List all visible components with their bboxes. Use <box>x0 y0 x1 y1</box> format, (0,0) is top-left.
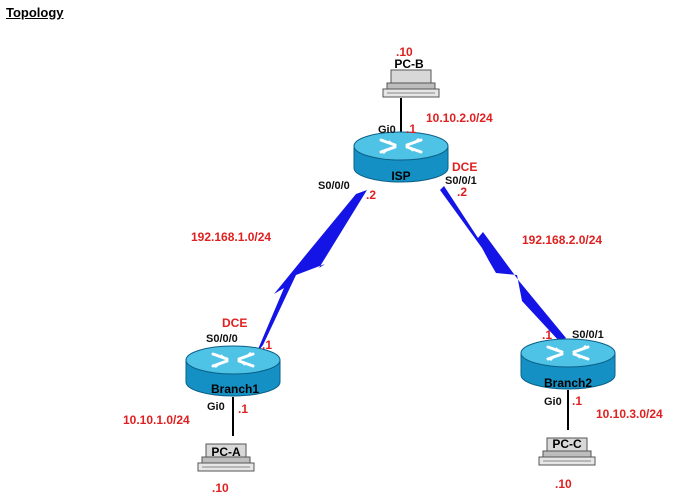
branch2-lan-network-label: 10.10.3.0/24 <box>596 407 663 421</box>
isp-gi0-ip-label: .1 <box>406 122 416 136</box>
isp-dce-label: DCE <box>452 160 477 174</box>
branch1-gi0-ip-label: .1 <box>238 402 248 416</box>
branch1-s000-label: S0/0/0 <box>206 333 238 345</box>
pc-a[interactable]: PC-A <box>197 443 255 472</box>
isp-s000-ip-label: .2 <box>366 188 376 202</box>
branch1-gi0-label: Gi0 <box>207 401 225 413</box>
branch1-dce-label: DCE <box>222 316 247 330</box>
branch1-s000-ip-label: .1 <box>262 338 272 352</box>
branch2-gi0-ip-label: .1 <box>572 394 582 408</box>
branch2-s001-ip-label: .1 <box>542 328 552 342</box>
pca-ip-label: .10 <box>212 481 229 495</box>
pc-b-label: PC-B <box>394 57 424 71</box>
link2-network-label: 192.168.2.0/24 <box>522 233 602 247</box>
link1-network-label: 192.168.1.0/24 <box>191 230 271 244</box>
pc-c-label: PC-C <box>552 437 582 451</box>
pcb-ip-label: .10 <box>396 45 413 59</box>
router-isp[interactable]: ISP <box>352 130 450 184</box>
serial-link-isp-branch1 <box>256 190 367 354</box>
pc-c[interactable]: PC-C <box>538 437 596 466</box>
branch2-s001-label: S0/0/1 <box>572 329 604 341</box>
isp-lan-network-label: 10.10.2.0/24 <box>426 111 493 125</box>
router-branch1[interactable]: Branch1 <box>184 344 282 398</box>
branch1-lan-network-label: 10.10.1.0/24 <box>123 413 190 427</box>
topology-heading: Topology <box>6 5 64 20</box>
pcc-ip-label: .10 <box>555 477 572 491</box>
serial-link-isp-branch2 <box>440 186 566 342</box>
pc-a-label: PC-A <box>211 445 241 459</box>
isp-s001-ip-label: .2 <box>457 185 467 199</box>
router-isp-label: ISP <box>391 169 410 183</box>
branch2-gi0-label: Gi0 <box>544 396 562 408</box>
isp-gi0-label: Gi0 <box>378 124 396 136</box>
router-branch2-label: Branch2 <box>544 376 592 390</box>
isp-s001-label: S0/0/1 <box>445 175 477 187</box>
isp-s000-label: S0/0/0 <box>318 180 350 192</box>
router-branch2[interactable]: Branch2 <box>519 337 617 391</box>
pc-b[interactable]: PC-B <box>382 57 440 98</box>
router-branch1-label: Branch1 <box>211 382 259 396</box>
